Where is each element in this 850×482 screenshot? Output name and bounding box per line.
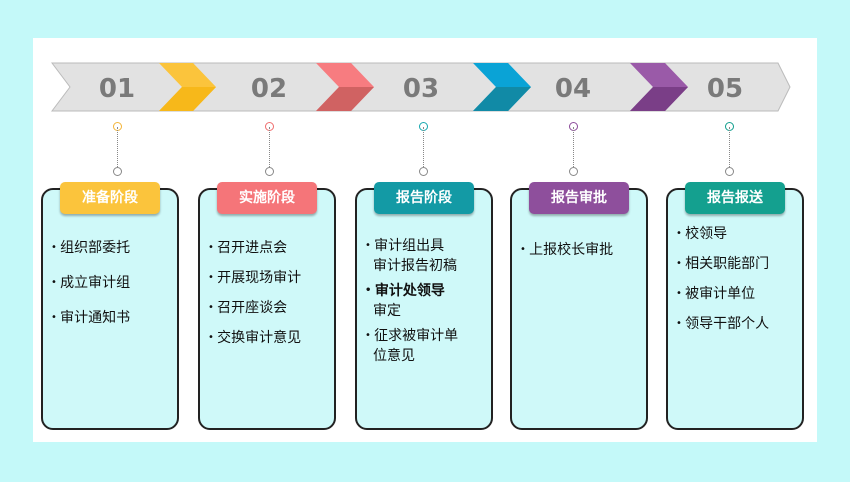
list-item: 交换审计意见 — [208, 328, 330, 348]
connector-line — [269, 127, 271, 171]
item-line: 审计组出具 — [374, 238, 445, 254]
chevron-pink — [316, 63, 374, 111]
item-line: 审计处领导 — [374, 283, 445, 299]
step-number-2: 02 — [251, 74, 287, 104]
stage-title: 实施阶段 — [217, 182, 317, 214]
list-item: 组织部委托 — [51, 238, 173, 258]
chevron-yellow — [159, 63, 216, 111]
stage-title: 报告报送 — [685, 182, 785, 214]
stage-card-2: 实施阶段 召开进点会 开展现场审计 召开座谈会 交换审计意见 — [198, 182, 336, 430]
item-line: 审定 — [373, 303, 401, 319]
list-item: 上报校长审批 — [520, 240, 642, 260]
connector-dot — [569, 167, 578, 176]
connector-dot — [725, 167, 734, 176]
step-number-1: 01 — [99, 74, 135, 104]
list-item: 开展现场审计 — [208, 268, 330, 288]
connector-dot — [265, 167, 274, 176]
list-item: 相关职能部门 — [676, 254, 798, 274]
list-item: 校领导 — [676, 224, 798, 244]
list-item: 召开座谈会 — [208, 298, 330, 318]
connector-dot — [419, 167, 428, 176]
chevron-purple — [630, 63, 688, 111]
stage-title: 报告阶段 — [374, 182, 474, 214]
item-line: 位意见 — [373, 348, 415, 364]
stage-title: 报告审批 — [529, 182, 629, 214]
connector-line — [729, 127, 731, 171]
item-line: 审计报告初稿 — [373, 258, 457, 274]
connector-line — [423, 127, 425, 171]
list-item: 领导干部个人 — [676, 314, 798, 334]
stage-card-4: 报告审批 上报校长审批 — [510, 182, 648, 430]
chevron-blue — [473, 63, 531, 111]
process-arrow-banner: 01 02 03 04 05 — [51, 62, 791, 112]
stage-card-5: 报告报送 校领导 相关职能部门 被审计单位 领导干部个人 — [666, 182, 804, 430]
connector-dot — [113, 167, 122, 176]
item-line: 征求被审计单 — [374, 328, 459, 344]
step-number-5: 05 — [707, 74, 743, 104]
list-item: 审计通知书 — [51, 308, 173, 328]
step-number-4: 04 — [555, 74, 591, 104]
connector-line — [117, 127, 119, 171]
connector-line — [573, 127, 575, 171]
step-number-3: 03 — [403, 74, 439, 104]
list-item: 召开进点会 — [208, 238, 330, 258]
stage-card-1: 准备阶段 组织部委托 成立审计组 审计通知书 — [41, 182, 179, 430]
list-item: 被审计单位 — [676, 284, 798, 304]
list-item: 成立审计组 — [51, 273, 173, 293]
stage-title: 准备阶段 — [60, 182, 160, 214]
